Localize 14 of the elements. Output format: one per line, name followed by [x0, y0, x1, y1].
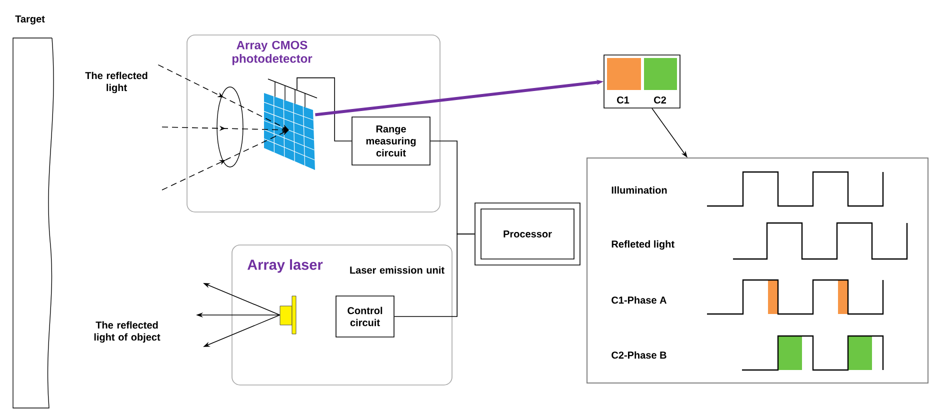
wire: [394, 234, 475, 317]
light-label: The reflected light of object: [94, 321, 160, 343]
laser-emitter: [280, 296, 296, 334]
node-label: Array CMOS photodetector: [232, 40, 312, 66]
module-box: [186, 34, 440, 212]
timing-panel: Illumination Refleted light C1-Phase A C2-Phase B: [586, 158, 928, 384]
node-label: Target: [15, 15, 45, 24]
light-label: The reflected light: [85, 72, 148, 94]
processor-box: Processor: [474, 202, 580, 266]
wire: [296, 77, 352, 142]
circuit-box: Control circuit: [336, 296, 394, 338]
circuit-box: Range measuring circuit: [352, 116, 430, 166]
pixel-box: C1 C2: [604, 54, 680, 108]
photodetector-grid: Array CMOS photodetector: [232, 40, 318, 170]
